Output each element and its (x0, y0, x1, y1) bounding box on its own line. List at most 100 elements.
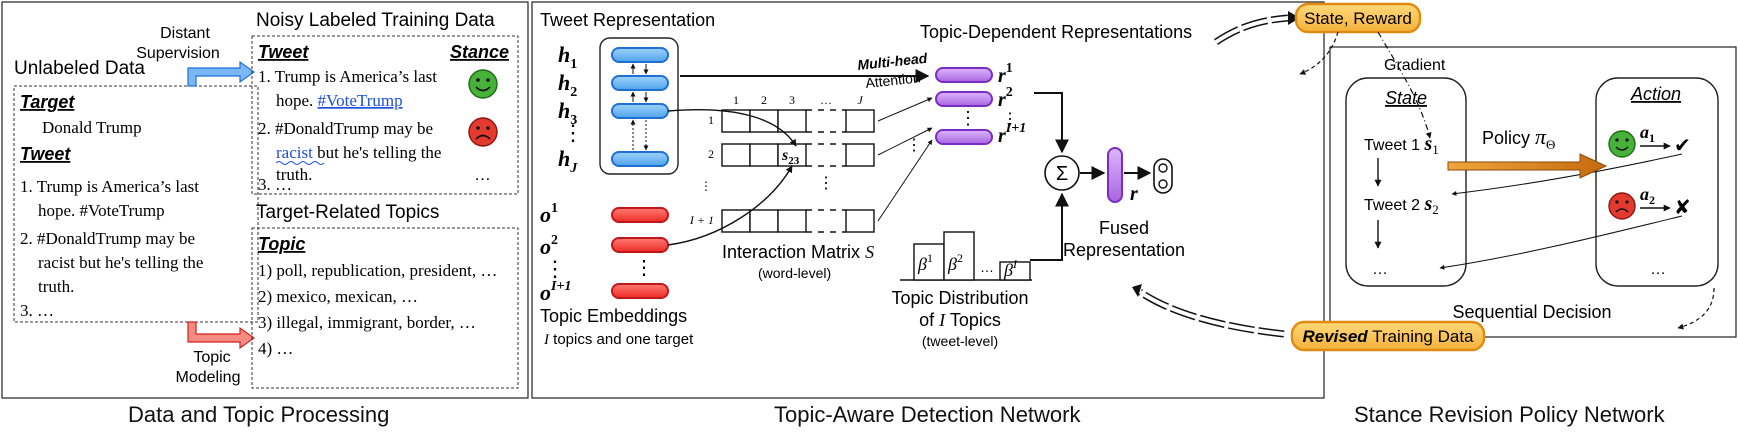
svg-text:βI: βI (1003, 257, 1018, 280)
svg-text:1. Trump is America’s last: 1. Trump is America’s last (20, 177, 199, 196)
topic-distribution-chart: β1 β2 … βI (900, 231, 1032, 281)
state-label: State (1385, 88, 1427, 108)
svg-text:Revised Training Data: Revised Training Data (1302, 327, 1474, 346)
unlabeled-data: Unlabeled Data Target Donald Trump Tweet… (13, 58, 259, 323)
target-related-topics: Target-Related Topics Topic 1) poll, rep… (251, 202, 519, 389)
fused-representation-label-2: Representation (1063, 240, 1185, 260)
svg-text:a2: a2 (1640, 184, 1655, 207)
svg-text:3: 3 (789, 93, 795, 107)
svg-text:s23: s23 (781, 147, 800, 167)
sum-node: Σ (1044, 155, 1080, 191)
multi-head-label: Multi-head (857, 50, 929, 73)
distant-supervision-arrow: Distant Supervision (136, 25, 256, 87)
fused-representation-label: Fused (1099, 218, 1149, 238)
topic-embeddings-sub: I topics and one target (543, 331, 694, 348)
action-happy-face-icon (1608, 130, 1636, 158)
topic-distribution-title: Topic Distribution (891, 288, 1028, 308)
r-labels: r1 r2 ⋮ rI+1 (998, 61, 1026, 147)
h3-to-s23-arrow (667, 108, 797, 147)
svg-text:⋮: ⋮ (562, 120, 584, 145)
cross-icon: ✘ (1674, 197, 1691, 219)
svg-text:…: … (820, 93, 832, 107)
svg-text:1) poll, republication, presid: 1) poll, republication, president, … (258, 261, 497, 280)
svg-text:⋮: ⋮ (634, 257, 654, 279)
svg-text:I + 1: I + 1 (689, 213, 714, 227)
svg-text:3) illegal, immigrant, border,: 3) illegal, immigrant, border, … (258, 313, 476, 332)
state-box (1345, 77, 1467, 287)
sequential-decision-label: Sequential Decision (1452, 302, 1611, 322)
svg-text:rI+1: rI+1 (998, 121, 1026, 147)
svg-text:hJ: hJ (558, 146, 578, 176)
panel-right (1329, 46, 1737, 338)
svg-text:a1: a1 (1640, 122, 1655, 145)
svg-text:hope. #VoteTrump: hope. #VoteTrump (276, 91, 403, 110)
svg-text:J: J (857, 93, 863, 107)
gradient-label: Gradient (1384, 57, 1446, 74)
svg-text:Donald Trump: Donald Trump (42, 118, 142, 137)
topic-modeling-arrow: Topic Modeling (176, 321, 256, 386)
svg-text:r1: r1 (998, 61, 1013, 87)
policy-arrow (1447, 153, 1608, 179)
svg-text:o1: o1 (540, 201, 558, 227)
r-to-sum-arrow (1034, 92, 1069, 154)
svg-text:⋮: ⋮ (700, 179, 712, 193)
svg-text:1: 1 (708, 113, 714, 127)
interaction-matrix: 1 2 3 … J 1 2 ⋮ I + 1 ⋮ s23 (689, 93, 875, 233)
action-box (1595, 77, 1719, 287)
svg-text:β2: β2 (947, 251, 963, 274)
tweet-capsules (611, 47, 669, 167)
svg-text:o2: o2 (540, 233, 558, 259)
svg-text:racist but he's telling the: racist but he's telling the (38, 253, 203, 272)
svg-text:1. Trump is America’s last: 1. Trump is America’s last (258, 67, 437, 86)
svg-text:Target-Related Topics: Target-Related Topics (256, 202, 439, 223)
beta-bar-2 (943, 231, 975, 281)
framework-diagram: Unlabeled Data Target Donald Trump Tweet… (1, 1, 1737, 399)
state-reward-flow-arrow (1214, 11, 1300, 45)
svg-text:State, Reward: State, Reward (1304, 9, 1412, 28)
svg-text:2. #DonaldTrump may be: 2. #DonaldTrump may be (258, 119, 433, 138)
action2-to-next-arrow (1439, 215, 1683, 270)
svg-text:Σ: Σ (1056, 163, 1068, 185)
interaction-matrix-label: Interaction Matrix S (722, 242, 874, 262)
svg-text:3. …: 3. … (20, 301, 54, 320)
svg-text:Target: Target (20, 92, 75, 112)
sad-face-icon (468, 117, 498, 147)
svg-text:…: … (474, 165, 491, 184)
svg-text:Tweet: Tweet (20, 144, 71, 164)
svg-text:2. #DonaldTrump may be: 2. #DonaldTrump may be (20, 229, 195, 248)
h-labels: h1 h2 h3 ⋮ hJ (558, 42, 584, 176)
policy-label: Policy πΘ (1482, 124, 1555, 152)
happy-face-icon (468, 69, 498, 99)
caption-middle: Topic-Aware Detection Network (774, 402, 1081, 427)
caption-right: Stance Revision Policy Network (1354, 402, 1665, 427)
svg-text:r2: r2 (998, 85, 1013, 111)
svg-text:…: … (1372, 261, 1388, 278)
revised-data-flow-arrow (1132, 284, 1285, 338)
matrix-to-r-lines (877, 97, 933, 222)
state-reward-pill: State, Reward (1294, 2, 1422, 34)
o2-to-s23-arrow (667, 165, 793, 246)
svg-text:⋮: ⋮ (1002, 111, 1018, 128)
svg-text:2: 2 (708, 147, 714, 161)
state-reward-to-state-arrow (1299, 31, 1339, 75)
check-icon: ✔ (1674, 135, 1691, 157)
svg-text:h3: h3 (558, 98, 577, 128)
noisy-labeled-data: Noisy Labeled Training Data Tweet Stance… (251, 10, 519, 195)
svg-text:Topic: Topic (193, 349, 230, 366)
topic-distribution-sub: of I Topics (919, 310, 1001, 330)
svg-text:2) mexico, mexican, …: 2) mexico, mexican, … (258, 287, 418, 306)
tweet-level-label: (tweet-level) (922, 333, 998, 349)
panel-middle (531, 1, 1325, 399)
svg-text:Topic: Topic (258, 234, 305, 254)
svg-text:truth.: truth. (276, 165, 312, 184)
svg-text:Noisy Labeled Training Data: Noisy Labeled Training Data (256, 10, 495, 31)
beta-bar-1 (913, 243, 945, 281)
bilstm-box (599, 37, 679, 175)
topic-embeddings-title: Topic Embeddings (540, 306, 687, 326)
panel-left (1, 1, 529, 399)
svg-text:1: 1 (733, 93, 739, 107)
svg-text:⋮: ⋮ (818, 175, 834, 192)
action-to-revised-arrow (1677, 287, 1715, 330)
svg-text:Modeling: Modeling (176, 369, 241, 386)
beta-to-sum-arrow (1030, 192, 1069, 261)
